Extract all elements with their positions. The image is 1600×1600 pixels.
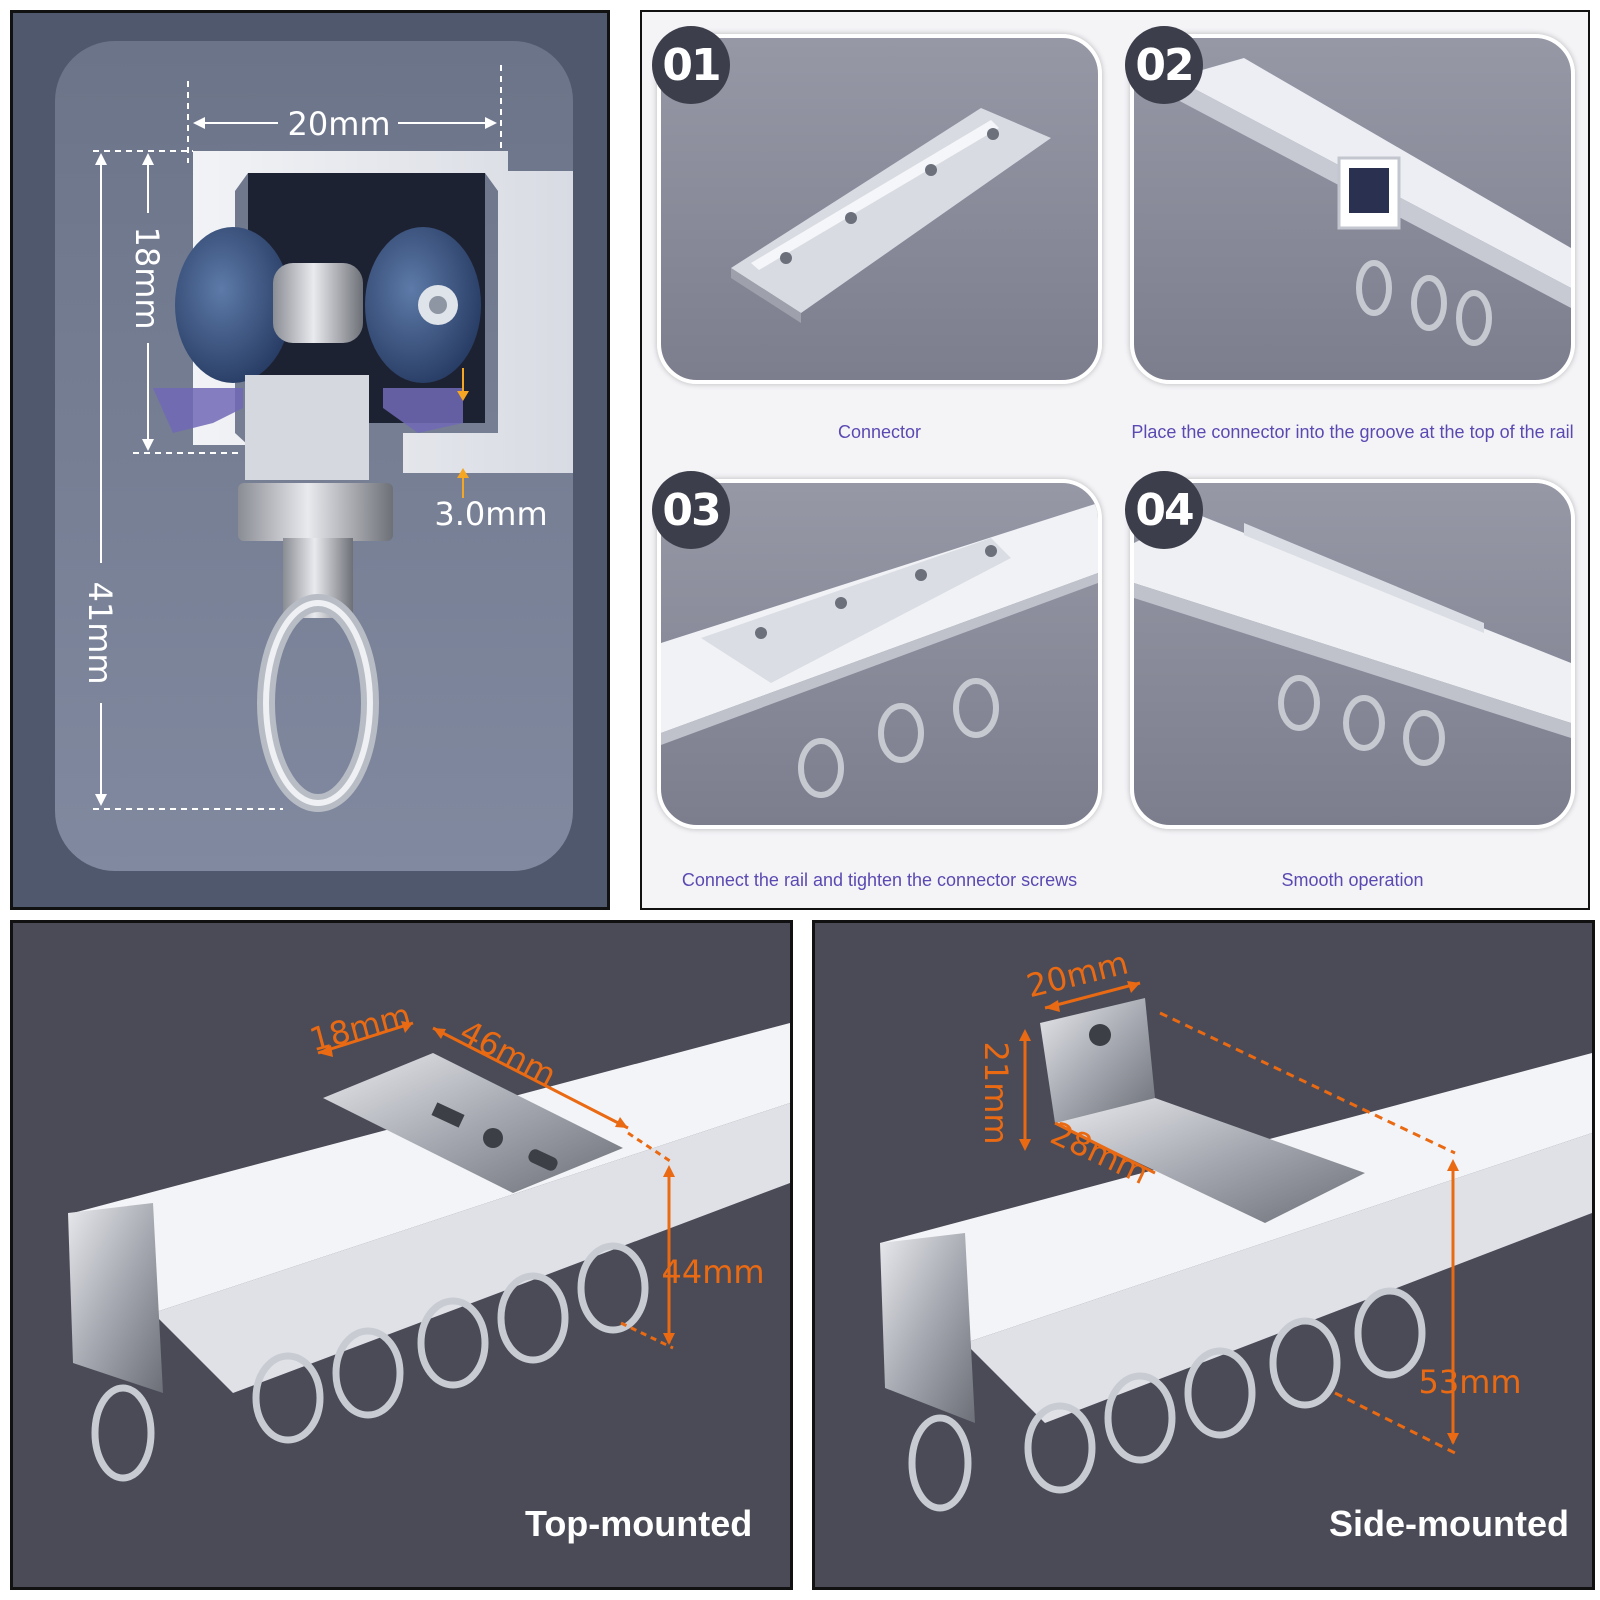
profile-width-label: 20mm <box>287 105 390 143</box>
rail-top-face <box>73 1023 790 1313</box>
top-mounted-illustration: 18mm 46mm 44mm <box>68 996 790 1482</box>
step-04-caption: Smooth operation <box>1281 870 1424 890</box>
side-mounted-illustration: 20mm 21mm 28mm 53mm <box>880 943 1592 1512</box>
step-01-badge: 01 <box>652 26 730 104</box>
step-01-image <box>657 34 1102 384</box>
hook-rings <box>91 1242 649 1482</box>
rail-profile <box>193 151 573 473</box>
rail-side-face <box>965 1133 1592 1423</box>
side-bracket-vertical <box>1040 998 1155 1123</box>
hook-rings <box>908 1287 1426 1512</box>
step-02-image <box>1130 34 1575 384</box>
end-cap <box>68 1203 163 1393</box>
step-04-badge: 04 <box>1125 471 1203 549</box>
carrier-axle <box>273 263 363 343</box>
top-mounted-panel: 18mm 46mm 44mm Top-mounted <box>10 920 793 1590</box>
rail-side-face <box>153 1103 790 1393</box>
installation-steps-panel: 01 Connector 02 Place the connector into… <box>640 10 1590 910</box>
collar <box>238 483 393 541</box>
side-width-label: 20mm <box>1023 943 1132 1005</box>
profile-total-height-label: 41mm <box>81 581 119 684</box>
profile-lip-label: 3.0mm <box>434 495 547 533</box>
top-height-label: 44mm <box>661 1253 764 1291</box>
side-height-label: 21mm <box>977 1041 1015 1144</box>
top-width-label: 18mm <box>305 996 414 1059</box>
side-total-label: 53mm <box>1418 1363 1521 1401</box>
step-01-caption: Connector <box>837 422 922 442</box>
side-mounted-panel: 20mm 21mm 28mm 53mm Side-mounted <box>812 920 1595 1590</box>
left-wheel <box>175 227 291 383</box>
step-03-caption: Connect the rail and tighten the connect… <box>681 870 1078 890</box>
step-04-image <box>1130 479 1575 829</box>
step-02-caption: Place the connector into the groove at t… <box>1131 422 1574 442</box>
profile-inner-height-label: 18mm <box>128 226 166 329</box>
step-03-image <box>657 479 1102 829</box>
glide-block <box>245 375 369 480</box>
step-02-badge: 02 <box>1125 26 1203 104</box>
end-cap <box>880 1233 975 1423</box>
top-mounted-label: Top-mounted <box>525 1503 753 1544</box>
side-bracket-horizontal <box>1055 1098 1365 1223</box>
profile-illustration: 20mm 18mm 41mm 3.0mm <box>55 41 573 871</box>
side-mounted-label: Side-mounted <box>1329 1503 1569 1544</box>
step-03-badge: 03 <box>652 471 730 549</box>
profile-cross-section-panel: 20mm 18mm 41mm 3.0mm <box>10 10 610 910</box>
